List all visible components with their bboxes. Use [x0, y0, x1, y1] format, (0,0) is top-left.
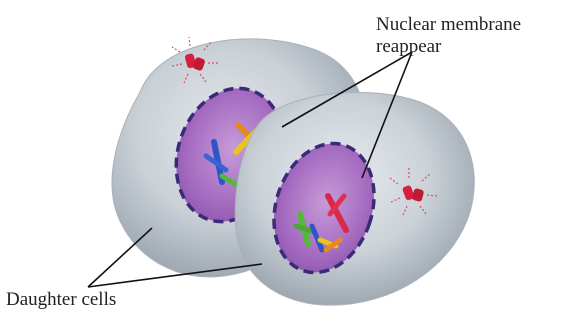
nuclear-membrane-label-line1: Nuclear membrane: [376, 14, 521, 36]
daughter-cell-right: [235, 92, 474, 305]
daughter-leader-line: [88, 228, 152, 287]
nuclear-membrane-label-line2: reappear: [376, 36, 521, 58]
daughter-cells-label: Daughter cells: [6, 289, 116, 311]
nuclear-membrane-label: Nuclear membrane reappear: [376, 14, 521, 58]
